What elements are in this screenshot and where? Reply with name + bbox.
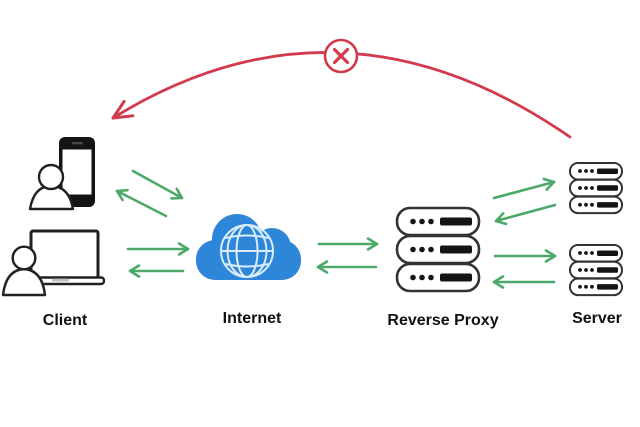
laptop-icon [29,229,100,280]
server-unit [569,277,623,297]
arrow-client-phone-to-internet [131,169,184,200]
label-client: Client [43,312,88,329]
person-head [11,245,37,271]
server-stack-bottom-icon [569,244,623,297]
connection-arrows [115,169,557,289]
server-unit [569,162,623,181]
blocked-arrowhead [111,99,135,120]
server-unit [569,260,623,280]
server-unit [395,206,481,237]
reverse-proxy-servers-icon [395,206,481,293]
label-server: Server [572,310,622,327]
arrow-proxy-to-server-top [492,177,556,200]
server-unit [569,178,623,198]
arrow-internet-to-client-phone [115,188,168,218]
person-head [37,163,65,191]
label-internet: Internet [223,310,282,327]
label-reverse-proxy: Reverse Proxy [387,312,498,329]
internet-cloud-icon [196,214,301,280]
blocked-x-icon [323,38,359,74]
globe-icon [220,224,274,278]
server-stack-top-icon [569,162,623,215]
person-with-laptop-icon [1,229,106,297]
server-unit [395,234,481,265]
person-with-phone-icon [28,137,95,211]
server-unit [569,244,623,263]
blocked-direct-access-arrow [111,38,572,139]
arrow-server-top-to-proxy [494,203,557,226]
server-unit [395,262,481,293]
server-unit [569,195,623,215]
